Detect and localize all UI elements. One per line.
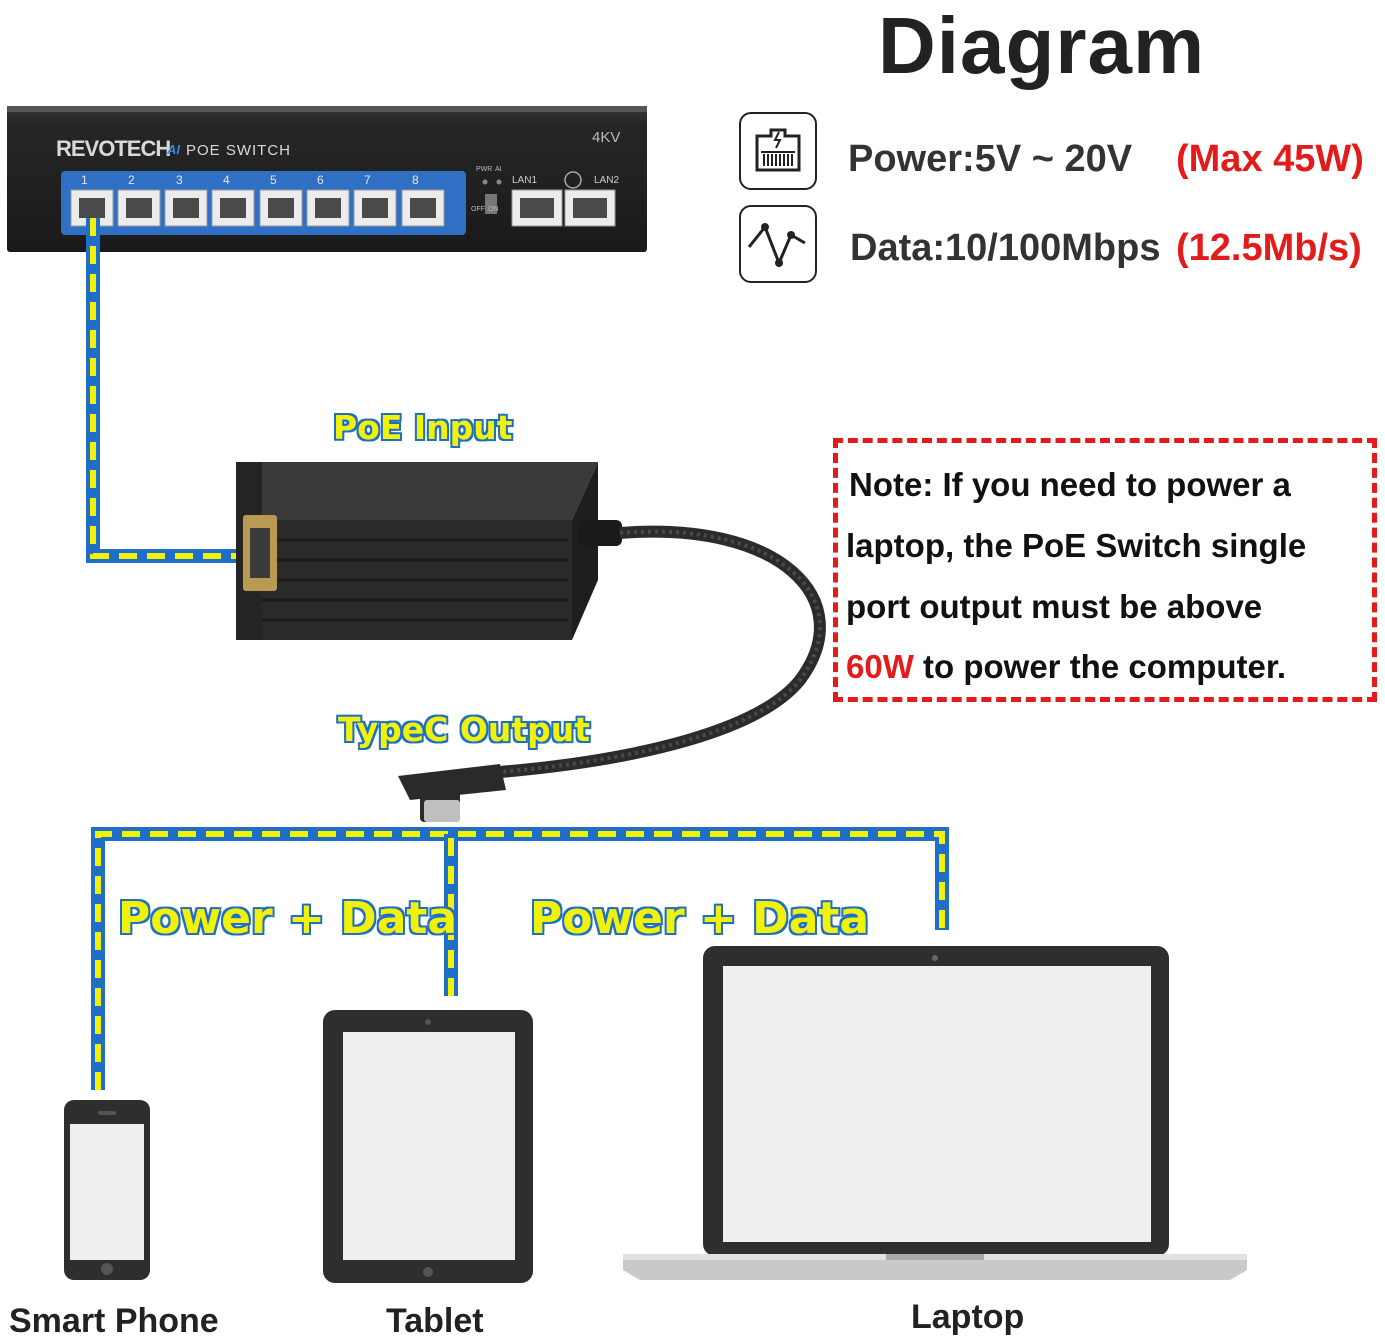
port-label-6: 6	[317, 173, 324, 187]
typec-output-label: TypeC Output	[337, 709, 591, 750]
note-wattage-highlight: 60W	[846, 648, 914, 685]
port-label-4: 4	[223, 173, 230, 187]
note-line-4: 60W to power the computer.	[846, 648, 1286, 686]
note-line-2: laptop, the PoE Switch single	[846, 527, 1307, 564]
smart-phone-label: Smart Phone	[9, 1302, 219, 1340]
led-label-ai: AI	[495, 166, 502, 173]
port-label-5: 5	[270, 173, 277, 187]
dip-label-off: OFF	[471, 206, 485, 213]
poe-adapter	[236, 462, 622, 640]
signal-wave-icon	[739, 205, 817, 283]
page-title: Diagram	[878, 1, 1206, 90]
switch-surge-rating: 4KV	[592, 129, 621, 146]
data-spec: Data:10/100Mbps	[850, 227, 1161, 269]
poe-switch	[7, 104, 647, 254]
power-max-note: (Max 45W)	[1176, 138, 1364, 180]
switch-model: POE SWITCH	[186, 142, 292, 159]
power-spec: Power:5V ~ 20V	[848, 138, 1133, 180]
laptop	[623, 946, 1247, 1280]
switch-brand: REVOTECH	[56, 136, 171, 161]
ethernet-port-icon	[739, 112, 817, 190]
poe-input-label: PoE Input	[332, 407, 514, 448]
note-line-4-text: to power the computer.	[913, 648, 1287, 685]
note-line-1: Note: If you need to power a	[849, 466, 1291, 503]
port-label-2: 2	[128, 173, 135, 187]
port-label-7: 7	[364, 173, 371, 187]
data-rate-note: (12.5Mb/s)	[1176, 227, 1362, 269]
uplink-label-lan1: LAN1	[512, 175, 538, 186]
dip-label-on: ON	[488, 206, 499, 213]
led-label-pwr: PWR	[476, 166, 493, 173]
power-data-label-right: Power + Data	[529, 892, 870, 945]
port-label-3: 3	[176, 173, 183, 187]
port-label-8: 8	[412, 173, 419, 187]
uplink-label-lan2: LAN2	[594, 175, 620, 186]
tablet	[323, 1010, 533, 1283]
smart-phone	[64, 1100, 150, 1280]
laptop-label: Laptop	[911, 1298, 1025, 1336]
power-data-label-left: Power + Data	[117, 892, 458, 945]
switch-ai-mark: AI	[167, 142, 180, 157]
tablet-label: Tablet	[386, 1302, 484, 1340]
note-line-3: port output must be above	[846, 588, 1263, 625]
note-box	[833, 438, 1377, 702]
port-label-1: 1	[81, 173, 88, 187]
